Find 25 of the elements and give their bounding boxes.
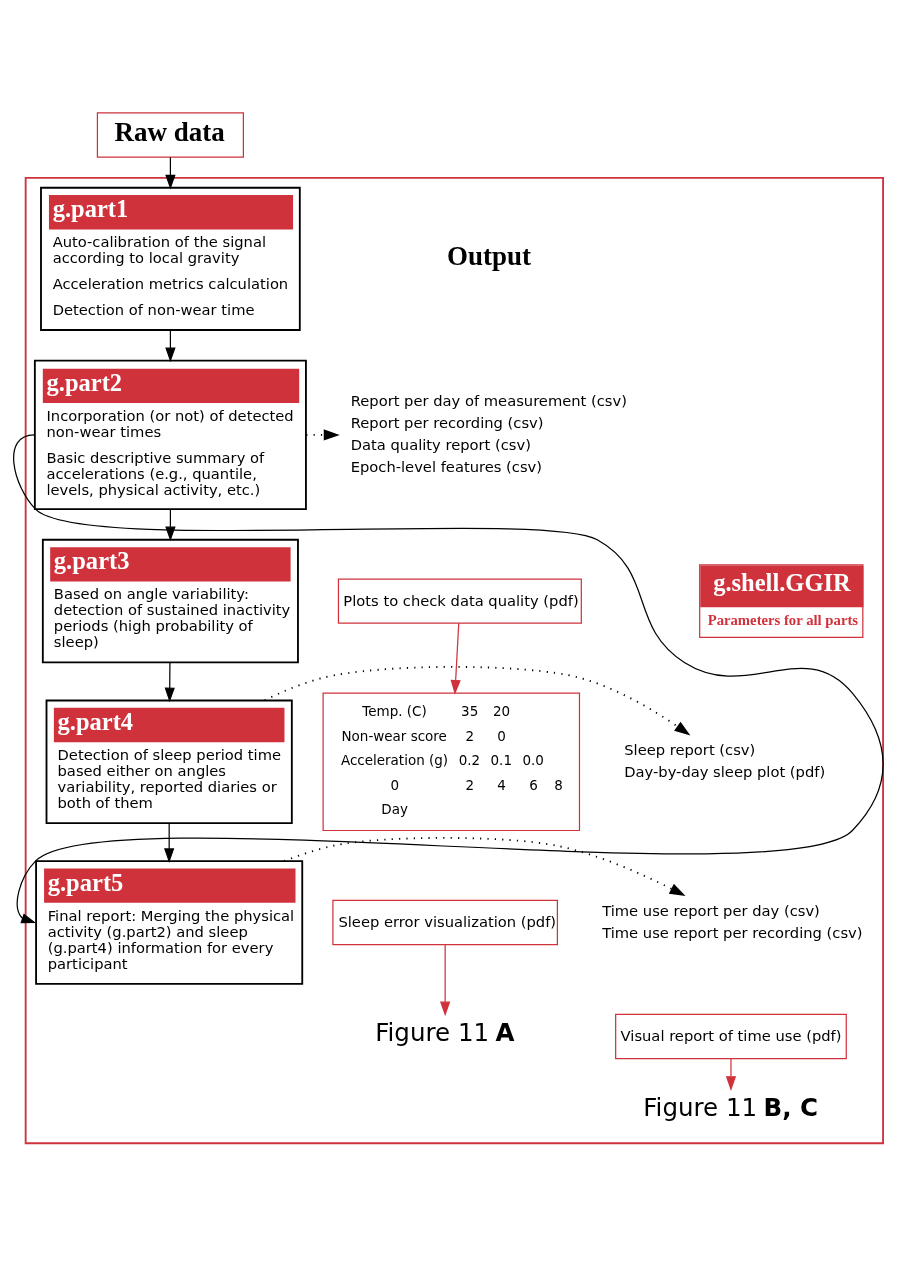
node-box: Visual report of time use (pdf) xyxy=(615,1013,847,1059)
node-box: Temp. (C) 35 20 Non-wear score 2 0 Acceleration (g) 0.2 0.1 0.0 0 2 4 6 8 Day xyxy=(322,692,581,831)
node-box: g.part1 Auto-calibration of the signal according to local gravity Acceleration metrics calculation Detection of non-wear time xyxy=(40,186,301,331)
arrow xyxy=(450,622,461,695)
arrow xyxy=(164,822,175,863)
node-text: Figure 11 B, C xyxy=(643,1092,818,1122)
node-text: Figure 11 A xyxy=(375,1017,515,1047)
arrow xyxy=(263,665,691,735)
arrow xyxy=(13,433,884,923)
label: Output xyxy=(447,240,531,271)
node-box: Plots to check data quality (pdf) xyxy=(337,577,582,624)
arrow xyxy=(305,428,340,440)
arrow xyxy=(440,943,451,1016)
arrow xyxy=(164,661,175,702)
node-box: Raw data xyxy=(96,111,244,158)
node-box: g.part3 Based on angle variability: detection of sustained inactivity periods (high probability of sleep) xyxy=(41,538,299,663)
node-text: Sleep report (csv) Day-by-day sleep plot (pdf) xyxy=(624,740,826,780)
arrow xyxy=(283,836,686,896)
node-box: g.part2 Incorporation (or not) of detected non-wear times Basic descriptive summary of accelerations (e.g., quantile, levels, physical activity, etc.) xyxy=(33,359,307,510)
node-text: Report per day of measurement (csv) Report per recording (csv) Data quality report (csv) Epoch-level features (csv) xyxy=(350,391,627,475)
node-box: Sleep error visualization (pdf) xyxy=(332,899,558,945)
node-text: Time use report per day (csv) Time use report per recording (csv) xyxy=(602,901,863,941)
node-box: g.part5 Final report: Merging the physical activity (g.part2) and sleep (g.part4) information for every participant xyxy=(35,859,304,985)
arrow xyxy=(725,1057,737,1091)
node-box: g.part4 Detection of sleep period time based either on angles variability, reported diaries or both of them xyxy=(45,699,293,824)
